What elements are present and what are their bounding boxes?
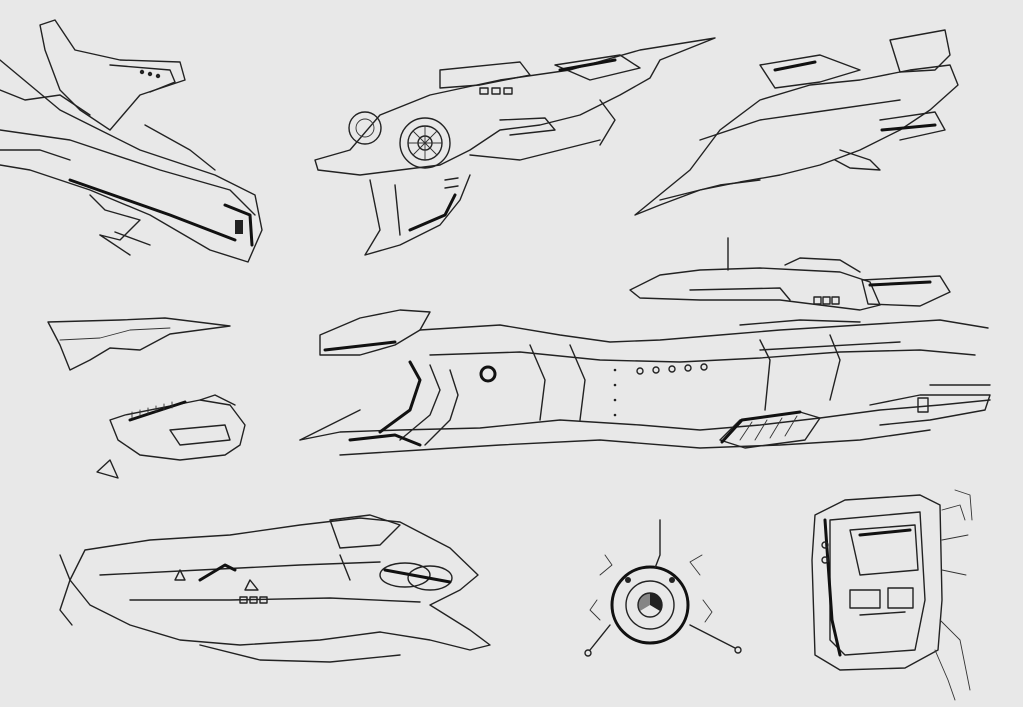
long-ship-sketch-bottom (59, 514, 491, 663)
small-wing-sketch (47, 317, 231, 371)
spherical-drone-sketch (584, 519, 742, 657)
backpack-device-sketch (811, 489, 973, 701)
fighter-sketch-top-right (634, 29, 959, 216)
engine-module-sketch (109, 394, 246, 461)
large-spaceship-sketch (299, 237, 991, 456)
fighter-sketch-top-middle (314, 37, 716, 256)
fighter-sketch-top-left (0, 19, 263, 263)
small-fin-sketch (96, 459, 119, 479)
